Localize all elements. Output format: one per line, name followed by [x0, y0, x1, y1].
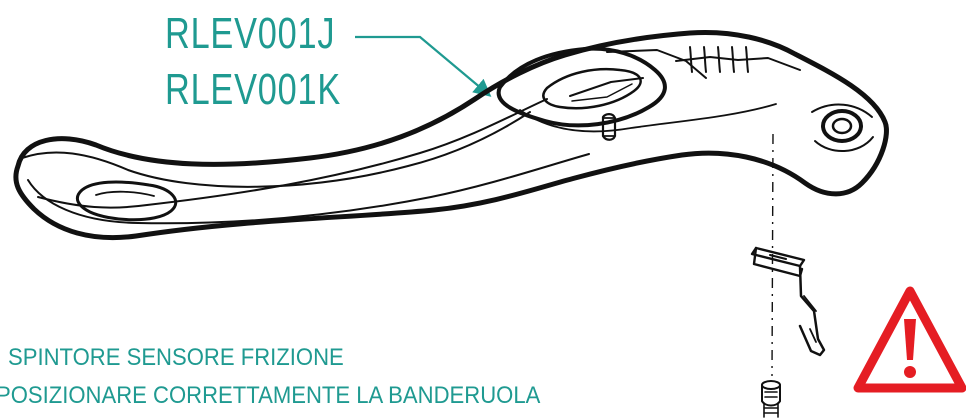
part-code-leader: [355, 35, 492, 97]
warning-triangle-icon: [853, 286, 966, 393]
note-line-2: POSIZIONARE CORRETTAMENTE LA BANDERUOLA: [0, 382, 541, 409]
sensor-flag-bracket: [750, 246, 826, 357]
mounting-screw: [761, 380, 781, 418]
lever-body: [13, 29, 889, 241]
part-code-1: RLEV001J: [165, 9, 336, 58]
note-line-1: SPINTORE SENSORE FRIZIONE: [8, 344, 344, 371]
part-code-2: RLEV001K: [165, 65, 342, 114]
